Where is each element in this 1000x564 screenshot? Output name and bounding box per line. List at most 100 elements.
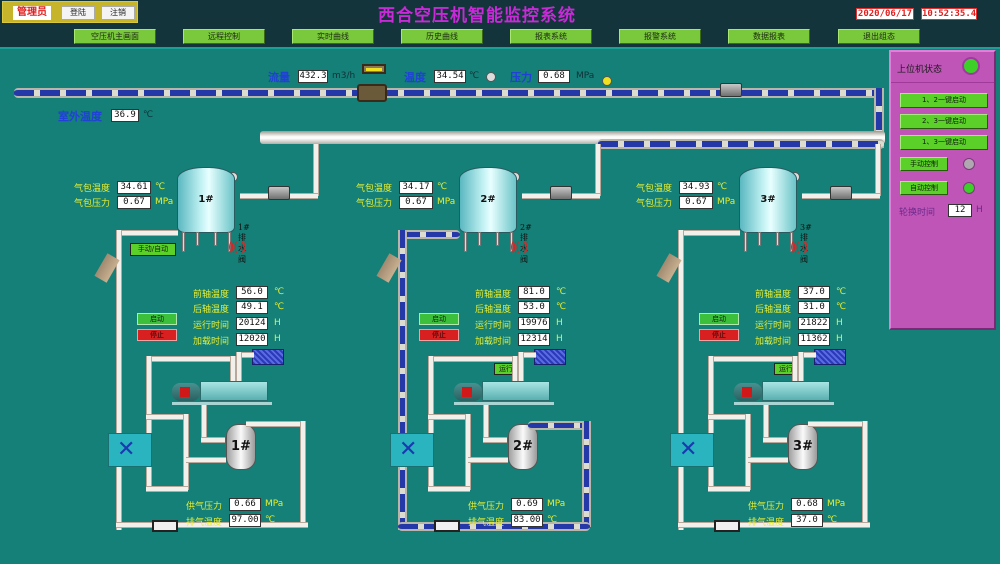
cooler-loop-right xyxy=(183,414,189,490)
one-key-start-1-2-button[interactable]: 1、2一键启动 xyxy=(900,93,988,108)
separator-label: 2# xyxy=(513,439,533,454)
nav-report-system[interactable]: 报表系统 xyxy=(510,29,592,44)
stop-button[interactable]: 停止 xyxy=(699,329,739,341)
nav-realtime-curve[interactable]: 实时曲线 xyxy=(292,29,374,44)
start-button[interactable]: 启动 xyxy=(137,313,177,325)
stop-button[interactable]: 停止 xyxy=(137,329,177,341)
supply-pressure-value: 0.69 xyxy=(511,498,543,511)
flow-value: 432.3 xyxy=(298,70,328,83)
tank-leg xyxy=(496,232,499,246)
cooling-fan-grid-icon xyxy=(534,349,566,365)
front-bearing-temp-label: 前轴温度 xyxy=(475,290,512,300)
compressor-motor-pump[interactable] xyxy=(172,381,272,405)
rear-bearing-temp-label: 后轴温度 xyxy=(755,305,792,315)
drain-valve-icon[interactable]: ((( (( xyxy=(228,240,247,254)
cooler-fan[interactable]: ✕ xyxy=(670,433,714,467)
nav-data-report[interactable]: 数据报表 xyxy=(728,29,810,44)
compressor-motor-pump[interactable] xyxy=(734,381,834,405)
runtime-unit: H xyxy=(556,318,563,328)
nav-remote-control[interactable]: 远程控制 xyxy=(183,29,265,44)
pump-base xyxy=(454,402,554,405)
auto-control-button[interactable]: 自动控制 xyxy=(900,181,948,195)
pump-base xyxy=(734,402,834,405)
stop-button[interactable]: 停止 xyxy=(419,329,459,341)
pump-to-separator-pipe xyxy=(201,405,207,441)
outlet-riser-pipe xyxy=(595,144,601,196)
one-key-start-1-3-button[interactable]: 1、3一键启动 xyxy=(900,135,988,150)
oil-separator: 2# xyxy=(508,424,538,470)
supply-pressure-value: 0.68 xyxy=(791,498,823,511)
rear-bearing-temp-unit: ℃ xyxy=(556,302,567,312)
pressure-value: 0.68 xyxy=(538,70,570,83)
y-strainer-valve-icon[interactable] xyxy=(434,520,460,532)
logout-button[interactable]: 注销 xyxy=(101,6,135,20)
time-display: 10:52:35.4 xyxy=(921,8,977,20)
motor-status-indicator xyxy=(180,387,190,397)
outlet-gate-valve-icon[interactable] xyxy=(268,186,290,200)
y-strainer-valve-icon[interactable] xyxy=(152,520,178,532)
exhaust-temp-value: 97.00 xyxy=(229,514,261,527)
cooling-fan-grid-icon xyxy=(814,349,846,365)
manual-control-button[interactable]: 手动控制 xyxy=(900,157,948,171)
return-pipe-left xyxy=(398,230,407,530)
drain-valve-icon[interactable]: ((( (( xyxy=(510,240,529,254)
nav-alarm-system[interactable]: 报警系统 xyxy=(619,29,701,44)
y-strainer-valve-icon[interactable] xyxy=(714,520,740,532)
outlet-gate-valve-icon[interactable] xyxy=(830,186,852,200)
tank-temp-unit: ℃ xyxy=(437,182,448,192)
tank-leg xyxy=(182,232,185,252)
outlet-gate-valve-icon[interactable] xyxy=(550,186,572,200)
main-valve-icon[interactable] xyxy=(357,84,387,102)
tank-leg xyxy=(790,232,793,252)
temp-gauge-icon xyxy=(486,72,496,82)
load-time-unit: H xyxy=(556,334,563,344)
tank-inlet-pipe xyxy=(400,230,460,239)
drain-valve-icon[interactable]: ((( (( xyxy=(790,240,809,254)
supply-pressure-unit: MPa xyxy=(547,499,566,509)
loop-pipe-mid xyxy=(512,356,518,386)
login-button[interactable]: 登陆 xyxy=(61,6,95,20)
load-time-unit: H xyxy=(836,334,843,344)
rear-bearing-temp-value: 53.0 xyxy=(518,301,550,314)
pressure-label: 压力 xyxy=(510,71,532,84)
tank-temp-label: 气包温度 xyxy=(636,184,673,194)
nav-exit[interactable]: 退出组态 xyxy=(838,29,920,44)
main-gate-valve-icon[interactable] xyxy=(720,83,742,97)
nav-history-curve[interactable]: 历史曲线 xyxy=(401,29,483,44)
drain-valve-label: 1#排水阀 xyxy=(238,223,250,264)
pressure-unit: MPa xyxy=(576,71,595,81)
nav-main-screen[interactable]: 空压机主画面 xyxy=(74,29,156,44)
mode-badge[interactable]: 手动/自动 xyxy=(130,243,176,256)
rear-bearing-temp-label: 后轴温度 xyxy=(475,305,512,315)
bottom-return-pipe xyxy=(398,522,590,531)
upper-loop-pipe xyxy=(708,356,798,362)
start-button[interactable]: 启动 xyxy=(699,313,739,325)
main-valve-actuator[interactable] xyxy=(362,64,386,74)
user-label: 管理员 xyxy=(13,6,51,20)
compressor-motor-pump[interactable] xyxy=(454,381,554,405)
air-tank: 2# xyxy=(459,167,517,233)
cooler-fan[interactable]: ✕ xyxy=(108,433,152,467)
app-title: 西合空压机智能监控系统 xyxy=(378,6,576,26)
tank-label: 3# xyxy=(760,194,776,205)
exhaust-temp-unit: ℃ xyxy=(547,515,558,525)
load-time-value: 12020 xyxy=(236,333,268,346)
return-pipe-left xyxy=(678,230,684,530)
header-divider xyxy=(0,47,1000,49)
user-box: 管理员 登陆 注销 xyxy=(2,1,138,23)
fan-pipe-v xyxy=(236,352,242,382)
cooler-fan[interactable]: ✕ xyxy=(390,433,434,467)
bottom-return-pipe xyxy=(116,522,308,528)
one-key-start-2-3-button[interactable]: 2、3一键启动 xyxy=(900,114,988,129)
tank-leg xyxy=(744,232,747,252)
drain-valve-label: 3#排水阀 xyxy=(800,223,812,264)
main-air-pipe xyxy=(14,88,882,98)
compressor-body xyxy=(482,381,550,401)
switch-time-input[interactable]: 12 xyxy=(948,204,972,217)
start-button[interactable]: 启动 xyxy=(419,313,459,325)
rear-bearing-temp-unit: ℃ xyxy=(836,302,847,312)
air-tank: 1# xyxy=(177,167,235,233)
motor-status-indicator xyxy=(742,387,752,397)
manifold-flow-segment xyxy=(598,139,884,149)
air-tank: 3# xyxy=(739,167,797,233)
